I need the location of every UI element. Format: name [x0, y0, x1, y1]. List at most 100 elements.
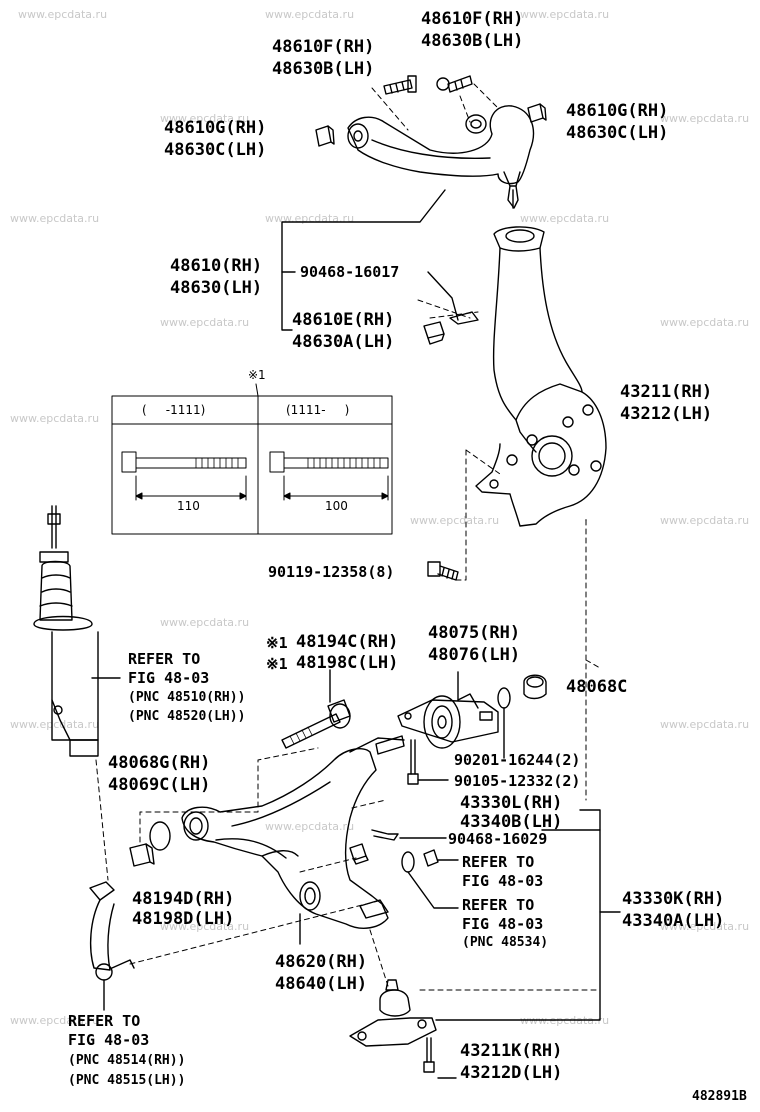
inset-col1-header: ( -1111) — [142, 403, 206, 417]
watermark: www.epcdata.ru — [265, 8, 355, 21]
diagram-id: 482891B — [692, 1089, 747, 1104]
refer-strut-line2: FIG 48-03 — [128, 669, 210, 687]
part-label-48630c-lh: 48630C(LH) — [164, 140, 267, 160]
part-label-48610-rh: 48610(RH) — [170, 256, 263, 276]
inset-col1-length: 110 — [177, 499, 200, 513]
part-label-48630a-lh: 48630A(LH) — [292, 332, 395, 352]
upper-control-arm-icon — [347, 105, 535, 209]
watermark: www.epcdata.ru — [18, 8, 108, 21]
watermark: www.epcdata.ru — [410, 514, 500, 527]
ball-joint-nut-icon — [423, 321, 445, 345]
upper-arm-nut-left-icon — [315, 125, 335, 147]
part-label-43212d-lh: 43212D(LH) — [460, 1063, 563, 1083]
part-label-90468-16029: 90468-16029 — [448, 830, 548, 848]
refer-stab-pnc-lh: (PNC 48515(LH)) — [68, 1073, 186, 1088]
refer-mid-line2: FIG 48-03 — [462, 872, 544, 890]
refer-strut-pnc-rh: (PNC 48510(RH)) — [128, 690, 246, 705]
part-label-90119-12358: 90119-12358(8) — [268, 563, 395, 581]
watermark: www.epcdata.ru — [160, 616, 250, 629]
part-label-48194c-rh: 48194C(RH) — [296, 632, 399, 652]
part-label-48076-lh: 48076(LH) — [428, 645, 521, 665]
steering-knuckle-icon — [475, 226, 607, 527]
part-label-43211-rh: 43211(RH) — [620, 382, 713, 402]
inset-note-mark: ※1 — [248, 368, 266, 382]
lower-ball-joint-icon — [349, 979, 437, 1047]
refer-mid-line1: REFER TO — [462, 853, 535, 871]
watermark: www.epcdata.ru — [10, 412, 100, 425]
part-label-48620-rh: 48620(RH) — [275, 952, 368, 972]
watermark: www.epcdata.ru — [520, 212, 610, 225]
refer-strut-pnc-lh: (PNC 48520(LH)) — [128, 709, 246, 724]
refer-stab-line2: FIG 48-03 — [68, 1031, 150, 1049]
note-mark-cam-lh: ※1 — [266, 655, 288, 673]
part-label-90105-12332: 90105-12332(2) — [454, 772, 581, 790]
upper-arm-bolt-left-icon — [383, 75, 417, 95]
refer-low-line1: REFER TO — [462, 896, 535, 914]
watermark: www.epcdata.ru — [660, 112, 750, 125]
bolt-length-inset — [111, 383, 393, 535]
cam-washer-icon — [149, 821, 171, 851]
cam-bolt-icon — [281, 669, 351, 749]
part-label-48640-lh: 48640(LH) — [275, 974, 368, 994]
lower-control-arm-icon — [181, 735, 405, 929]
watermark: www.epcdata.ru — [265, 820, 355, 833]
part-label-48630-lh: 48630(LH) — [170, 278, 263, 298]
watermark: www.epcdata.ru — [660, 718, 750, 731]
part-label-43330k-rh: 43330K(RH) — [622, 889, 725, 909]
strut-assembly-icon — [33, 505, 121, 757]
part-label-90201-16244: 90201-16244(2) — [454, 751, 581, 769]
upper-arm-bolt-right-icon — [436, 75, 473, 93]
part-label-48610g-rh: 48610G(RH) — [566, 101, 669, 121]
lower-arm-nut-icon — [129, 843, 155, 867]
part-label-48068g-rh: 48068G(RH) — [108, 753, 211, 773]
note-mark-cam-rh: ※1 — [266, 634, 288, 652]
ball-joint-nut-small-icon — [423, 849, 459, 867]
bushing-nut-icon — [523, 674, 547, 700]
watermark: www.epcdata.ru — [520, 8, 610, 21]
refer-low-pnc: (PNC 48534) — [462, 935, 549, 950]
watermark: www.epcdata.ru — [660, 316, 750, 329]
watermark: www.epcdata.ru — [160, 112, 250, 125]
watermark: www.epcdata.ru — [160, 316, 250, 329]
watermark: www.epcdata.ru — [660, 920, 750, 933]
watermark: www.epcdata.ru — [10, 718, 100, 731]
refer-low-line2: FIG 48-03 — [462, 915, 544, 933]
bushing-bolt-icon — [407, 739, 419, 785]
ball-joint-bolt-small-icon — [401, 851, 459, 909]
refer-strut-line1: REFER TO — [128, 650, 201, 668]
watermark: www.epcdata.ru — [160, 920, 250, 933]
part-label-48610e-rh: 48610E(RH) — [292, 310, 395, 330]
lower-arm-bushing-icon — [397, 671, 499, 749]
part-label-48194d-rh: 48194D(RH) — [132, 889, 235, 909]
watermark: www.epcdata.ru — [10, 212, 100, 225]
ball-joint-mount-bolt-icon — [423, 1037, 435, 1073]
part-label-43211k-rh: 43211K(RH) — [460, 1041, 563, 1061]
refer-stab-pnc-rh: (PNC 48514(RH)) — [68, 1053, 186, 1068]
part-label-48630c-lh: 48630C(LH) — [566, 123, 669, 143]
watermark: www.epcdata.ru — [10, 1014, 100, 1027]
part-label-43340a-lh: 43340A(LH) — [622, 911, 725, 931]
part-label-90468-16017: 90468-16017 — [300, 263, 400, 281]
watermark: www.epcdata.ru — [660, 514, 750, 527]
part-label-48198c-lh: 48198C(LH) — [296, 653, 399, 673]
inset-col2-length: 100 — [325, 499, 348, 513]
part-label-48068c: 48068C — [566, 677, 628, 697]
part-label-48610g-rh: 48610G(RH) — [164, 118, 267, 138]
refer-stab-line1: REFER TO — [68, 1012, 141, 1030]
part-label-48069c-lh: 48069C(LH) — [108, 775, 211, 795]
part-label-48630b-lh: 48630B(LH) — [272, 59, 375, 79]
part-label-48630b-lh: 48630B(LH) — [421, 31, 524, 51]
ball-joint-castle-nut-icon — [349, 843, 369, 865]
part-label-48198d-lh: 48198D(LH) — [132, 909, 235, 929]
inset-col2-header: (1111- ) — [286, 403, 350, 417]
stabilizer-link-icon — [89, 881, 135, 1011]
part-label-48075-rh: 48075(RH) — [428, 623, 521, 643]
part-label-48610f-rh: 48610F(RH) — [272, 37, 375, 57]
part-label-43330l-rh: 43330L(RH) — [460, 793, 563, 813]
part-label-43212-lh: 43212(LH) — [620, 404, 713, 424]
part-label-48610f-rh: 48610F(RH) — [421, 9, 524, 29]
part-label-43340b-lh: 43340B(LH) — [460, 812, 563, 832]
bushing-washer-icon — [497, 687, 511, 759]
